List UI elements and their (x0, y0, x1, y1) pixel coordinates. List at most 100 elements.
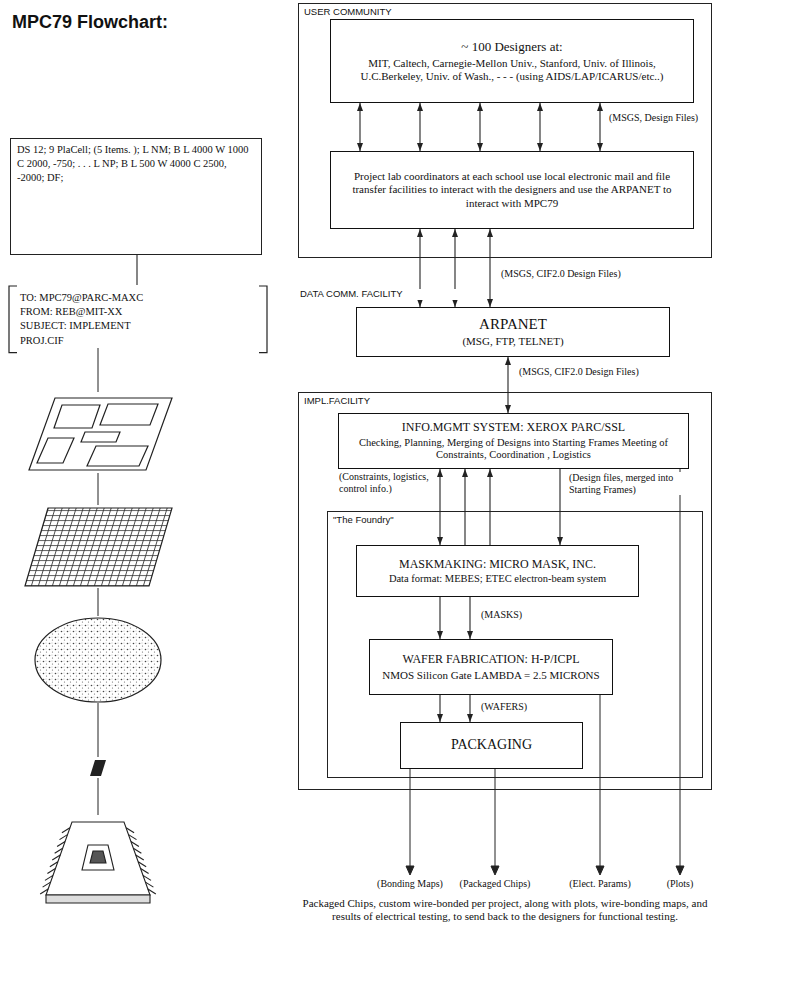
output-label: (Packaged Chips) (452, 878, 538, 890)
layout-cell (54, 405, 100, 428)
output-line (680, 469, 681, 868)
package-pin (131, 841, 139, 846)
bracket (9, 286, 267, 353)
connector (489, 469, 490, 545)
arrowhead (406, 866, 414, 875)
package-pin (128, 835, 136, 840)
die-grid (25, 508, 172, 586)
flow-line (98, 703, 99, 757)
connector (439, 597, 440, 639)
output-note: Packaged Chips, custom wire-bonded per p… (300, 897, 710, 922)
region-box: USER COMMUNITY ~ 100 Designers at: MIT, Ca… (298, 3, 712, 258)
region-box: "The Foundry"MASKMAKING: MICRO MASK, INC… (327, 511, 703, 778)
flow-line (98, 588, 99, 616)
box-heading: WAFER FABRICATION: H-P/ICPL (402, 652, 579, 666)
code-text: DS 12; 9 PlaCell; (5 Items. ); L NM; B L… (17, 143, 255, 186)
region-box: IMPL.FACILITY INFO.MGMT SYSTEM: XEROX PAR… (298, 392, 712, 790)
chip-layout (29, 398, 172, 470)
output-label: (Elect. Params) (562, 878, 638, 890)
box-body: Data format: MEBES; ETEC electron-beam s… (389, 573, 606, 586)
box-body: NMOS Silicon Gate LAMBDA = 2.5 MICRONS (382, 669, 599, 682)
package-pin (148, 889, 156, 894)
edge-label: (MSGS, Design Files) (608, 112, 699, 124)
connector (439, 695, 440, 722)
connector (539, 103, 540, 151)
connector (489, 229, 490, 307)
output-label: (Bonding Maps) (366, 878, 454, 890)
output-line (600, 694, 601, 868)
layout-cell (100, 404, 158, 425)
box-body: MIT, Caltech, Carnegie-Mellon Univ., Sta… (337, 57, 687, 83)
single-die (90, 760, 106, 776)
package-pin (145, 882, 153, 887)
network-box: ARPANET (MSG, FTP, TELNET) (356, 307, 670, 357)
process-box: Project lab coordinators at each school … (330, 151, 694, 229)
wafer-disc (35, 618, 161, 702)
die (90, 760, 106, 776)
process-box: WAFER FABRICATION: H-P/ICPL NMOS Silicon … (369, 639, 613, 695)
connector (464, 469, 465, 545)
box-heading: INFO.MGMT SYSTEM: XEROX PARC/SSL (402, 420, 625, 434)
package-pin (47, 869, 55, 874)
box-body: (MSG, FTP, TELNET) (462, 335, 563, 348)
edge-label: (WAFERS) (480, 701, 528, 713)
package-pin (50, 862, 58, 867)
package-pin (57, 841, 65, 846)
package-pin (133, 848, 141, 853)
package-pin (60, 835, 68, 840)
output-line (495, 768, 496, 868)
box-heading: ~ 100 Designers at: (461, 39, 562, 55)
chart-title: MPC79 Flowchart: (12, 12, 168, 33)
output-label: (Plots) (654, 878, 706, 890)
die-array (25, 508, 172, 586)
region-label: IMPL.FACILITY (304, 395, 706, 406)
edge-label: (Design files, merged into Starting Fram… (568, 472, 688, 495)
box-heading: ARPANET (479, 315, 547, 333)
process-box: ~ 100 Designers at: MIT, Caltech, Carnegi… (330, 19, 694, 103)
packaged-chip (40, 822, 156, 903)
box-body: Checking, Planning, Merging of Designs i… (345, 437, 682, 462)
wafer (35, 618, 161, 702)
edge-label: (MSGS, CIF2.0 Design Files) (500, 268, 622, 280)
flow-line (98, 778, 99, 815)
arrowhead (596, 866, 604, 875)
box-heading: MASKMAKING: MICRO MASK, INC. (399, 557, 596, 571)
package-body (46, 822, 150, 895)
output-line (410, 768, 411, 868)
edge-label: (MASKS) (480, 609, 523, 621)
layout-cell (81, 432, 120, 442)
connector (507, 357, 508, 413)
arrowhead (676, 866, 684, 875)
package-cavity (82, 845, 114, 870)
layout-frame (29, 398, 172, 470)
process-box: PACKAGING (400, 722, 583, 769)
connector (439, 469, 440, 545)
connector (559, 469, 560, 545)
process-box: MASKMAKING: MICRO MASK, INC. Data format:… (356, 545, 639, 597)
connector (469, 597, 470, 639)
region-label: USER COMMUNITY (304, 6, 706, 17)
edge-label: (MSGS, CIF2.0 Design Files) (518, 366, 640, 378)
package-pin (45, 875, 53, 880)
code-box: DS 12; 9 PlaCell; (5 Items. ); L NM; B L… (10, 138, 262, 255)
connector (136, 255, 137, 285)
layout-cell (37, 438, 74, 463)
package-pin (43, 882, 51, 887)
layout-cell (87, 446, 148, 466)
package-die (90, 851, 106, 863)
section-label: DATA COMM. FACILITY (300, 289, 460, 300)
package-pin (55, 848, 63, 853)
connector (359, 103, 360, 151)
box-heading: Project lab coordinators at each school … (337, 170, 687, 210)
arrowhead (491, 866, 499, 875)
package-side (46, 895, 150, 903)
edge-label: (Constraints, logistics, control info.) (338, 471, 436, 494)
package-pin (126, 828, 134, 833)
package-pin (143, 875, 151, 880)
process-box: INFO.MGMT SYSTEM: XEROX PARC/SSL Checking… (338, 413, 689, 469)
code-text: TO: MPC79@PARC-MAXC FROM: REB@MIT-XX SUB… (20, 291, 170, 348)
flow-line (98, 473, 99, 505)
package-pin (136, 855, 144, 860)
package-pin (141, 869, 149, 874)
package-pin (52, 855, 60, 860)
